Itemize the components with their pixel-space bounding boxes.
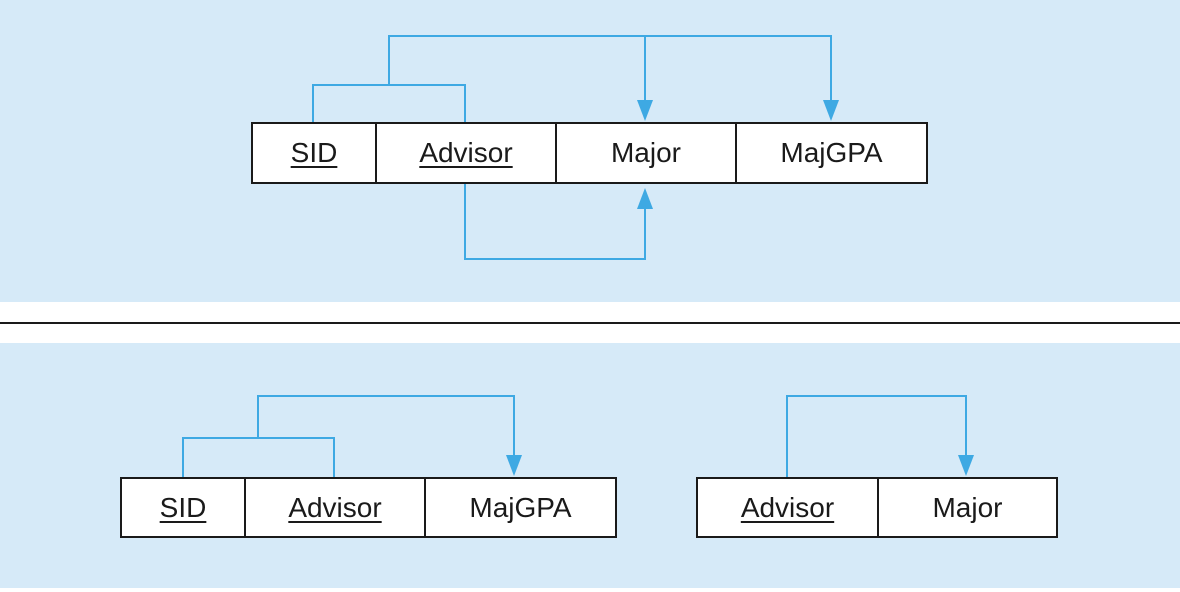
attribute-label: Advisor (288, 491, 382, 523)
attribute-label: SID (290, 137, 338, 168)
attribute-cell-majgpa: MajGPA (737, 124, 926, 182)
attribute-label: SID (159, 491, 207, 523)
decomposed-relation-table-1: SID Advisor MajGPA (120, 477, 617, 538)
attribute-label: Advisor (419, 137, 513, 168)
attribute-cell-major: Major (557, 124, 737, 182)
attribute-label: MajGPA (469, 491, 572, 523)
decomposed-relation-table-2: Advisor Major (696, 477, 1058, 538)
attribute-cell-advisor: Advisor (377, 124, 557, 182)
attribute-label: MajGPA (780, 137, 883, 168)
attribute-cell-advisor: Advisor (246, 479, 426, 536)
original-relation-table: SID Advisor Major MajGPA (251, 122, 928, 184)
attribute-cell-sid: SID (253, 124, 377, 182)
attribute-label: Major (610, 137, 681, 168)
attribute-cell-advisor: Advisor (698, 479, 879, 536)
section-divider (0, 322, 1180, 324)
attribute-label: Advisor (740, 491, 835, 523)
attribute-cell-majgpa: MajGPA (426, 479, 615, 536)
attribute-label: Major (932, 491, 1003, 523)
attribute-cell-major: Major (879, 479, 1056, 536)
decomposed-relations-panel (0, 343, 1180, 588)
attribute-cell-sid: SID (122, 479, 246, 536)
